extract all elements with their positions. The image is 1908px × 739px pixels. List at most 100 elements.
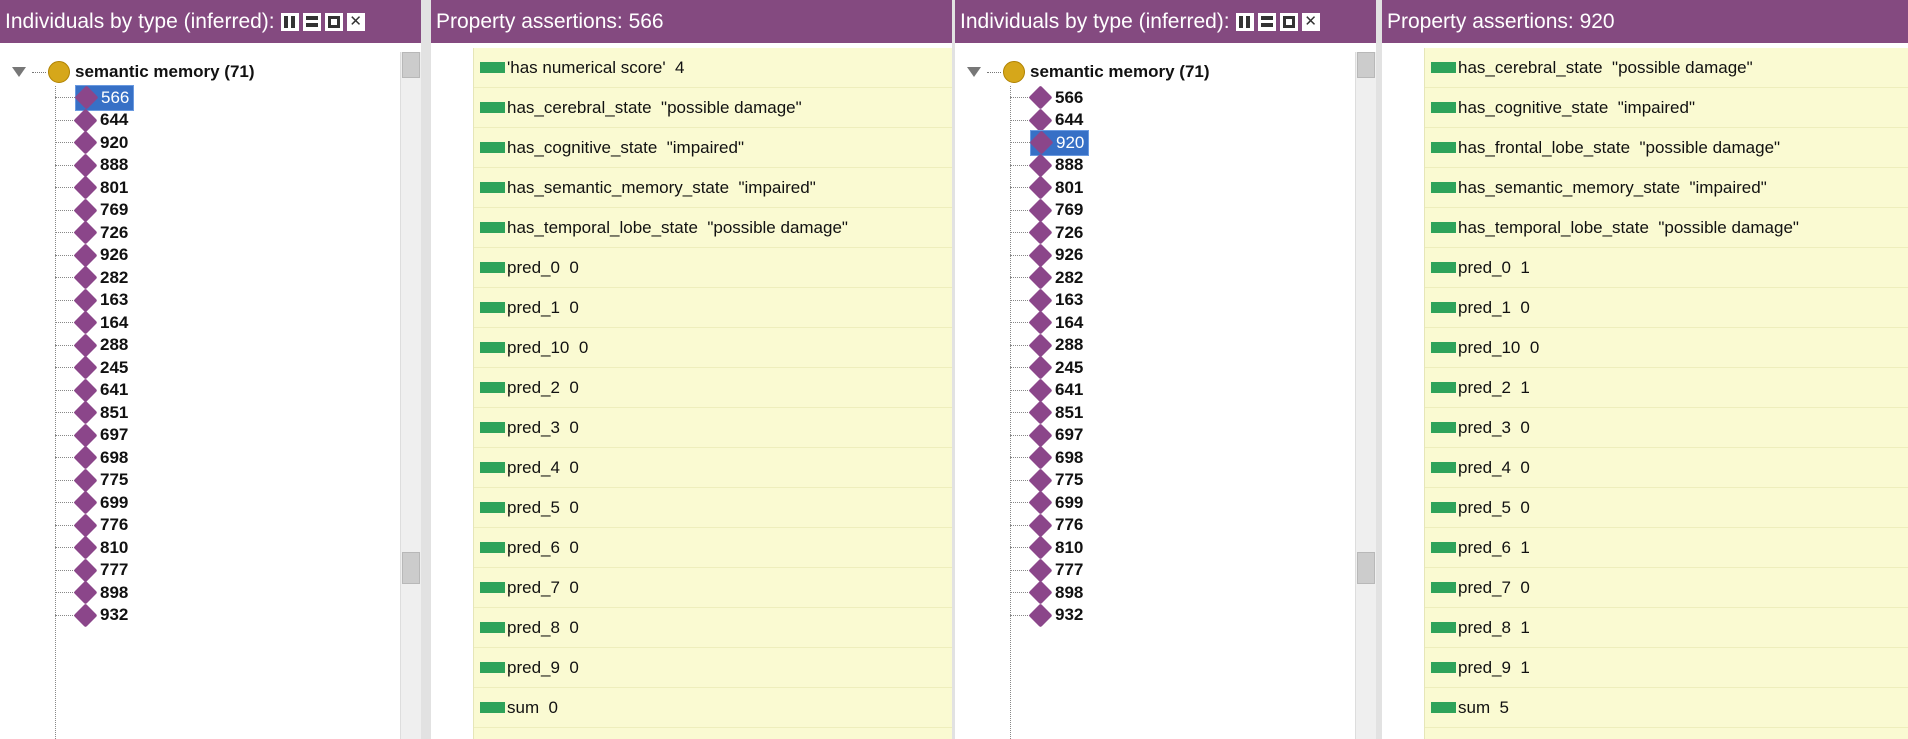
tree-item[interactable]: 566 — [1010, 84, 1087, 111]
tree-root-class[interactable]: semantic memory (71) — [12, 60, 255, 84]
scrollbar-thumb[interactable] — [402, 552, 420, 584]
panel-divider[interactable] — [1376, 0, 1382, 739]
assertion-row[interactable]: 'has numerical score' 4 — [474, 48, 952, 88]
tree-item[interactable]: 851 — [55, 399, 132, 426]
tree-scrollbar[interactable] — [1355, 52, 1376, 739]
tree-item[interactable]: 801 — [55, 174, 132, 201]
maximize-icon[interactable] — [324, 12, 343, 31]
tree-item[interactable]: 932 — [1010, 602, 1087, 629]
tree-item[interactable]: 726 — [1010, 219, 1087, 246]
assertion-row[interactable]: pred_1 0 — [474, 288, 952, 328]
split-vertical-icon[interactable] — [280, 12, 299, 31]
tree-item[interactable]: 920 — [1010, 129, 1090, 156]
tree-item[interactable]: 810 — [55, 534, 132, 561]
assertion-row[interactable]: has_semantic_memory_state "impaired" — [1425, 168, 1908, 208]
assertion-row[interactable]: has_frontal_lobe_state "possible damage" — [1425, 128, 1908, 168]
tree-item[interactable]: 926 — [55, 242, 132, 269]
close-icon[interactable] — [1301, 12, 1320, 31]
tree-item[interactable]: 769 — [55, 197, 132, 224]
tree-item[interactable]: 776 — [55, 512, 132, 539]
split-vertical-icon[interactable] — [1235, 12, 1254, 31]
tree-item[interactable]: 245 — [55, 354, 132, 381]
tree-item[interactable]: 644 — [1010, 107, 1087, 134]
assertion-row[interactable]: has_cognitive_state "impaired" — [474, 128, 952, 168]
assertion-row[interactable]: pred_3 0 — [474, 408, 952, 448]
split-horizontal-icon[interactable] — [302, 12, 321, 31]
assertion-row[interactable]: pred_5 0 — [474, 488, 952, 528]
tree-item[interactable]: 898 — [55, 579, 132, 606]
assertion-row[interactable]: has_temporal_lobe_state "possible damage… — [1425, 208, 1908, 248]
assertion-row[interactable]: has_cerebral_state "possible damage" — [1425, 48, 1908, 88]
tree-item[interactable]: 699 — [55, 489, 132, 516]
tree-item[interactable]: 888 — [55, 152, 132, 179]
tree-item[interactable]: 282 — [55, 264, 132, 291]
assertion-row[interactable]: pred_7 0 — [474, 568, 952, 608]
assertion-row[interactable]: sum 0 — [474, 688, 952, 728]
tree-item[interactable]: 926 — [1010, 242, 1087, 269]
tree-item[interactable]: 698 — [1010, 444, 1087, 471]
assertion-row[interactable]: has_temporal_lobe_state "possible damage… — [474, 208, 952, 248]
tree-item[interactable]: 163 — [1010, 287, 1087, 314]
tree-item[interactable]: 775 — [55, 467, 132, 494]
tree-item[interactable]: 164 — [1010, 309, 1087, 336]
tree-item[interactable]: 777 — [1010, 557, 1087, 584]
tree-item[interactable]: 810 — [1010, 534, 1087, 561]
assertion-row[interactable]: pred_6 0 — [474, 528, 952, 568]
assertion-row[interactable]: pred_1 0 — [1425, 288, 1908, 328]
assertion-row[interactable]: pred_5 0 — [1425, 488, 1908, 528]
tree-item[interactable]: 164 — [55, 309, 132, 336]
tree-item[interactable]: 851 — [1010, 399, 1087, 426]
assertion-row[interactable]: pred_9 0 — [474, 648, 952, 688]
assertion-row[interactable]: pred_2 0 — [474, 368, 952, 408]
tree-item[interactable]: 163 — [55, 287, 132, 314]
tree-item[interactable]: 932 — [55, 602, 132, 629]
tree-item[interactable]: 245 — [1010, 354, 1087, 381]
tree-item[interactable]: 776 — [1010, 512, 1087, 539]
expand-triangle-icon[interactable] — [967, 67, 981, 77]
assertion-row[interactable]: pred_3 0 — [1425, 408, 1908, 448]
assertion-row[interactable]: sum 5 — [1425, 688, 1908, 728]
assertion-row[interactable]: pred_10 0 — [474, 328, 952, 368]
assertion-row[interactable]: has_cerebral_state "possible damage" — [474, 88, 952, 128]
tree-item[interactable]: 726 — [55, 219, 132, 246]
assertion-row[interactable]: pred_0 0 — [474, 248, 952, 288]
tree-item[interactable]: 282 — [1010, 264, 1087, 291]
tree-root-class[interactable]: semantic memory (71) — [967, 60, 1210, 84]
tree-item[interactable]: 697 — [55, 422, 132, 449]
panel-divider[interactable] — [421, 0, 431, 739]
assertion-row[interactable]: pred_10 0 — [1425, 328, 1908, 368]
tree-item[interactable]: 288 — [1010, 332, 1087, 359]
tree-item[interactable]: 898 — [1010, 579, 1087, 606]
assertion-row[interactable]: has_semantic_memory_state "impaired" — [474, 168, 952, 208]
tree-item[interactable]: 920 — [55, 129, 132, 156]
tree-item[interactable]: 641 — [55, 377, 132, 404]
tree-item[interactable]: 698 — [55, 444, 132, 471]
tree-item[interactable]: 644 — [55, 107, 132, 134]
tree-item[interactable]: 288 — [55, 332, 132, 359]
tree-item[interactable]: 801 — [1010, 174, 1087, 201]
tree-item[interactable]: 641 — [1010, 377, 1087, 404]
tree-item[interactable]: 769 — [1010, 197, 1087, 224]
tree-item[interactable]: 888 — [1010, 152, 1087, 179]
close-icon[interactable] — [346, 12, 365, 31]
panel-divider[interactable] — [952, 0, 955, 739]
assertion-row[interactable]: pred_9 1 — [1425, 648, 1908, 688]
tree-scrollbar[interactable] — [400, 52, 421, 739]
scrollbar-thumb[interactable] — [402, 52, 420, 78]
assertion-row[interactable]: pred_4 0 — [1425, 448, 1908, 488]
scrollbar-thumb[interactable] — [1357, 552, 1375, 584]
assertion-row[interactable]: pred_7 0 — [1425, 568, 1908, 608]
assertion-row[interactable]: pred_4 0 — [474, 448, 952, 488]
scrollbar-thumb[interactable] — [1357, 52, 1375, 78]
assertion-row[interactable]: pred_8 1 — [1425, 608, 1908, 648]
assertion-row[interactable]: pred_6 1 — [1425, 528, 1908, 568]
assertion-row[interactable]: pred_2 1 — [1425, 368, 1908, 408]
expand-triangle-icon[interactable] — [12, 67, 26, 77]
tree-item[interactable]: 775 — [1010, 467, 1087, 494]
split-horizontal-icon[interactable] — [1257, 12, 1276, 31]
tree-item[interactable]: 777 — [55, 557, 132, 584]
tree-item[interactable]: 697 — [1010, 422, 1087, 449]
assertion-row[interactable]: pred_0 1 — [1425, 248, 1908, 288]
tree-item[interactable]: 566 — [55, 84, 135, 111]
assertion-row[interactable]: has_cognitive_state "impaired" — [1425, 88, 1908, 128]
